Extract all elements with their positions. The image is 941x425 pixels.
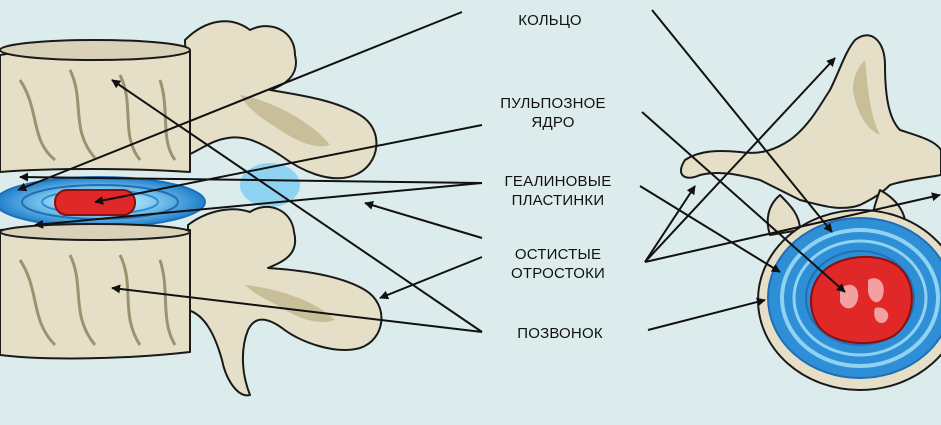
label-spinous: ОСТИСТЫЕ ОТРОСТОКИ: [478, 245, 638, 283]
label-spinous-line2: ОТРОСТОКИ: [478, 264, 638, 283]
label-endplates-line2: ПЛАСТИНКИ: [478, 191, 638, 210]
nucleus-top: [811, 257, 912, 343]
disc-nucleus: [55, 190, 135, 215]
label-vertebra: ПОЗВОНОК: [480, 324, 640, 343]
label-annulus-line2: КОЛЬЦО: [500, 11, 600, 30]
label-nucleus-line2: ЯДРО: [478, 113, 628, 132]
label-endplates-line1: ГЕАЛИНОВЫЕ: [478, 172, 638, 191]
label-annulus: КОЛЬЦО: [500, 11, 600, 30]
label-spinous-line1: ОСТИСТЫЕ: [478, 245, 638, 264]
label-nucleus: ПУЛЬПОЗНОЕ ЯДРО: [478, 94, 628, 132]
label-nucleus-line1: ПУЛЬПОЗНОЕ: [478, 94, 628, 113]
label-endplates: ГЕАЛИНОВЫЕ ПЛАСТИНКИ: [478, 172, 638, 210]
lower-vertebral-body: [0, 227, 190, 358]
upper-vertebral-body: [0, 48, 190, 172]
label-vertebra-text: ПОЗВОНОК: [480, 324, 640, 343]
